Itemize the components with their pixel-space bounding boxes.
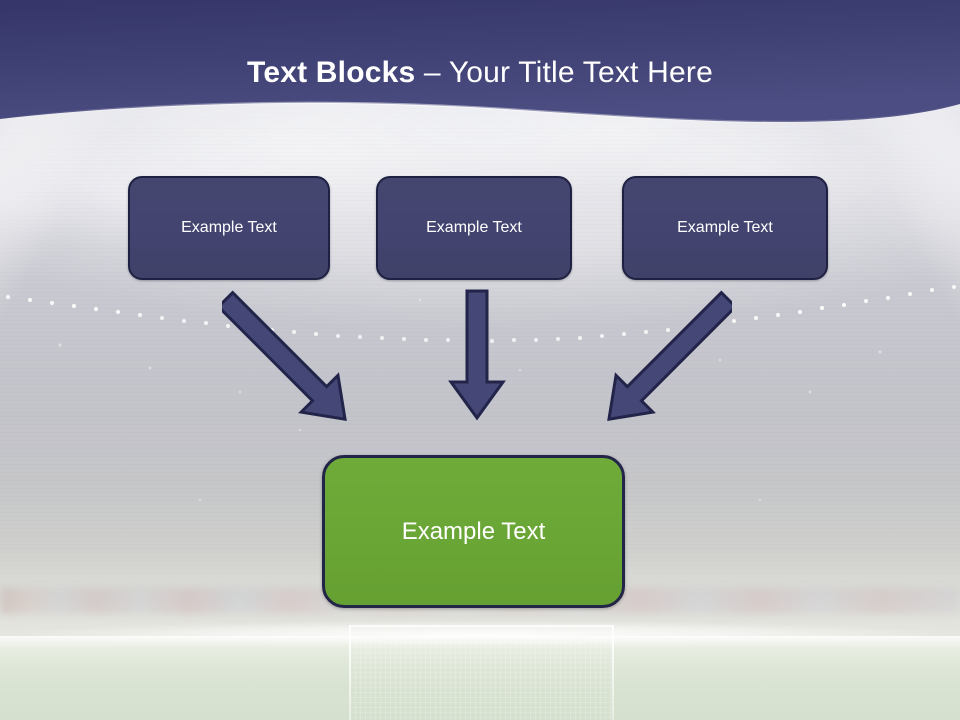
goal-post-left	[349, 626, 351, 720]
arrow-middle-vertical	[448, 289, 506, 421]
text-block-1[interactable]: Example Text	[128, 176, 330, 280]
text-block-2-label: Example Text	[426, 219, 522, 236]
arrow-left-diagonal	[222, 290, 347, 421]
pitch-field	[0, 636, 960, 720]
text-block-3[interactable]: Example Text	[622, 176, 828, 280]
page-title: Text Blocks – Your Title Text Here	[0, 53, 960, 93]
text-block-1-label: Example Text	[181, 219, 277, 236]
result-block[interactable]: Example Text	[322, 455, 625, 608]
text-block-3-label: Example Text	[677, 219, 773, 236]
result-block-label: Example Text	[401, 517, 546, 545]
goal-net	[350, 627, 613, 720]
goal-crossbar	[349, 625, 614, 627]
page-title-rest: Your Title Text Here	[448, 56, 713, 89]
page-title-bold: Text Blocks	[247, 56, 416, 89]
header-banner	[0, 0, 960, 124]
page-title-separator: –	[415, 56, 449, 89]
goal-post-right	[612, 626, 614, 720]
text-block-2[interactable]: Example Text	[376, 176, 572, 280]
arrow-right-diagonal	[607, 290, 732, 421]
